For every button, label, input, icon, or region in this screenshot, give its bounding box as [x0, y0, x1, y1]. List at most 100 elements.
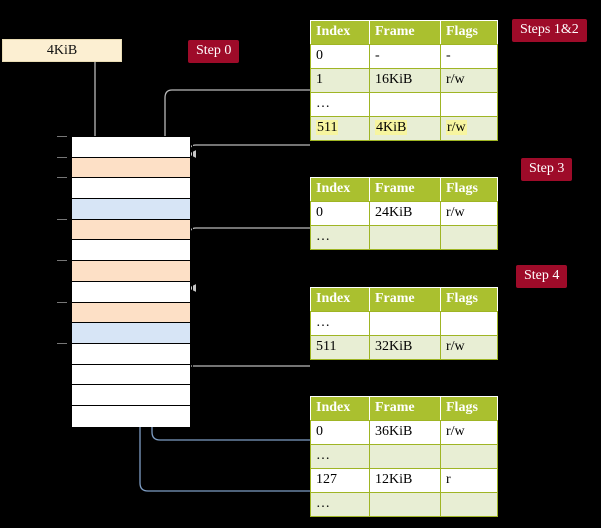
pml4-table-r1-index: 1	[310, 68, 370, 93]
memory-tick-2	[57, 177, 67, 179]
pdpt-table-r0-index: 0	[310, 201, 370, 226]
memory-frame-11	[72, 364, 190, 386]
pt-table-header-index: Index	[310, 396, 370, 421]
memory-tick-0	[57, 136, 67, 137]
memory-frame-6	[72, 261, 190, 282]
memory-frame-12	[72, 385, 190, 407]
pt-table-r2-flags: r	[440, 468, 498, 493]
pml4-table-r3-frame: 4KiB	[369, 116, 441, 141]
badge-step-0-label: Step 0	[196, 43, 232, 58]
wire-pdpt-24kib-to-memory	[188, 227, 310, 292]
pdpt-table-header-index: Index	[310, 177, 370, 202]
pdpt-table-r1-index: …	[310, 225, 370, 250]
badge-steps-1-2-label: Steps 1&2	[520, 22, 579, 37]
pd-table-header-index: Index	[310, 287, 370, 312]
pdpt-table-r1-flags	[440, 225, 498, 250]
pml4-table-r1-flags: r/w	[440, 68, 498, 93]
pd-table-r1-flags: r/w	[440, 335, 498, 360]
memory-column-divider	[192, 137, 193, 425]
memory-tick-1	[57, 156, 67, 158]
memory-frame-4	[72, 219, 190, 241]
pml4-table-r0-flags: -	[440, 44, 498, 69]
table-row: …	[310, 225, 498, 250]
pml4-table-r2-frame	[369, 92, 441, 117]
physical-memory-column	[71, 136, 193, 427]
pdpt-table-r0-flags: r/w	[440, 201, 498, 226]
pml4-table-r1-frame: 16KiB	[369, 68, 441, 93]
badge-step-4: Step 4	[516, 265, 568, 288]
memory-frame-1	[72, 157, 190, 179]
pdpt-table-header-flags: Flags	[440, 177, 498, 202]
badge-step-0: Step 0	[188, 40, 240, 63]
memory-frame-8	[72, 302, 190, 324]
memory-tick-8	[57, 301, 67, 303]
wire-pml4-4kib-to-memory	[188, 144, 310, 158]
pt-table-r1-index: …	[310, 444, 370, 469]
memory-frame-0	[72, 137, 190, 158]
memory-frame-13	[72, 406, 190, 427]
pml4-table-r0-index: 0	[310, 44, 370, 69]
table-row: …	[310, 444, 498, 469]
pml4-table-header-frame: Frame	[369, 20, 441, 45]
pt-table-r1-frame	[369, 444, 441, 469]
table-row: 511 4KiB r/w	[310, 116, 498, 141]
pd-table-r1-frame: 32KiB	[369, 335, 441, 360]
pt-table-r1-flags	[440, 444, 498, 469]
badge-step-3-label: Step 3	[529, 161, 565, 176]
table-row: …	[310, 311, 498, 336]
pdpt-table-r0-frame: 24KiB	[369, 201, 441, 226]
pt-table-r3-frame	[369, 492, 441, 517]
table-row: …	[310, 92, 498, 117]
pd-table-header-flags: Flags	[440, 287, 498, 312]
memory-frame-9	[72, 323, 190, 344]
memory-tick-4	[57, 218, 67, 220]
memory-frame-5	[72, 240, 190, 262]
pml4-table-header-index: Index	[310, 20, 370, 45]
table-row: …	[310, 492, 498, 517]
badge-step-4-label: Step 4	[524, 268, 560, 283]
memory-frame-7	[72, 281, 190, 303]
badge-step-3: Step 3	[521, 158, 573, 181]
pml4-table-header-flags: Flags	[440, 20, 498, 45]
pd-table-r1-index: 511	[310, 335, 370, 360]
pt-table-r2-frame: 12KiB	[369, 468, 441, 493]
memory-frame-10	[72, 344, 190, 365]
pdpt-table-header-frame: Frame	[369, 177, 441, 202]
memory-frame-3	[72, 199, 190, 220]
highlighted-value: r/w	[446, 120, 467, 135]
highlighted-value: 4KiB	[375, 120, 408, 135]
pml4-table-r2-index: …	[310, 92, 370, 117]
table-row: 0--	[310, 44, 498, 69]
pd-table-r0-frame	[369, 311, 441, 336]
pml4-table-r0-frame: -	[369, 44, 441, 69]
pt-table-header-flags: Flags	[440, 396, 498, 421]
request-size-box: 4KiB	[2, 39, 122, 62]
pt-table-r0-index: 0	[310, 420, 370, 445]
pt-table-r0-flags: r/w	[440, 420, 498, 445]
pd-table-header-frame: Frame	[369, 287, 441, 312]
badge-steps-1-2: Steps 1&2	[512, 19, 587, 42]
highlighted-value: 511	[316, 120, 339, 135]
pml4-table-r3-index: 511	[310, 116, 370, 141]
pml4-table-r3-flags: r/w	[440, 116, 498, 141]
pt-table-r3-index: …	[310, 492, 370, 517]
pt-table-r0-frame: 36KiB	[369, 420, 441, 445]
memory-frame-2	[72, 178, 190, 200]
memory-tick-6	[57, 260, 67, 262]
memory-tick-10	[57, 343, 67, 344]
pdpt-table-r1-frame	[369, 225, 441, 250]
pt-table-header-frame: Frame	[369, 396, 441, 421]
pml4-table-r2-flags	[440, 92, 498, 117]
pd-table-r0-index: …	[310, 311, 370, 336]
pd-table-r0-flags	[440, 311, 498, 336]
